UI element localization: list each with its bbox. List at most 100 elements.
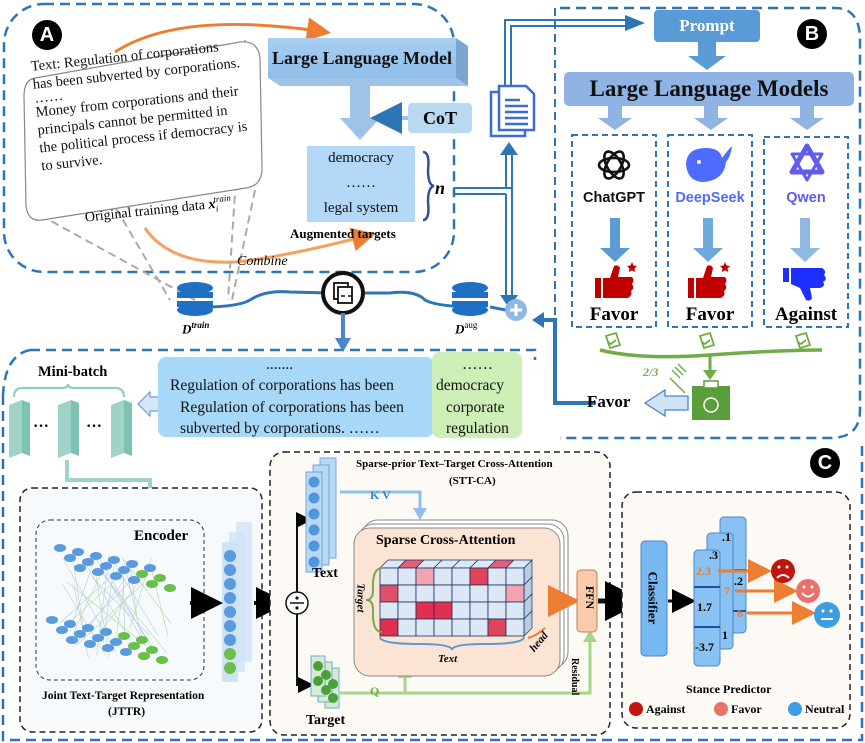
sttca-label: Sparse-prior Text–Target Cross-Attention [356,458,553,470]
encoder-node [128,576,140,584]
encoder-node [138,652,150,660]
legend-favor: Favor [731,702,762,717]
ffn-label: FFN [582,586,597,609]
text-node [309,493,320,504]
combine-label: Combine [237,254,288,270]
model-deepseek: DeepSeek [671,190,749,206]
sca-label: Sparse Cross-Attention [376,533,515,549]
vector-node [224,648,236,660]
model-qwen: Qwen [767,190,845,206]
batch-target-line: regulation [446,420,509,438]
encoder-label: Encoder [134,528,188,545]
q-label: Q [370,684,379,699]
neutral-face-icon [814,602,840,628]
attention-cell [434,568,452,585]
llms-block: Large Language Models [564,72,854,106]
logit-value: .3 [709,548,718,563]
encoder-node [54,544,66,552]
attention-cell [452,602,470,619]
kv-label: K V [370,488,391,503]
encoder-node [120,648,132,656]
batch-text-line: Regulation of corporations has been [170,377,394,395]
batch-dots: ....... [266,356,293,374]
encoder-node [144,564,156,572]
merge-data-icon [323,273,363,313]
attention-cell [488,619,506,636]
attention-cell [434,585,452,602]
classifier-label: Classifier [644,572,660,625]
encoder-node [100,628,112,636]
batch-target-line: democracy [436,377,504,395]
vector-node [224,564,236,576]
augmented-targets-label: Augmented targets [290,226,396,242]
attention-cell [470,619,488,636]
logit-value: 7 [724,584,730,599]
encoder-node [146,646,158,654]
attention-cell [416,585,434,602]
residual-label: Residual [569,658,580,695]
vector-node [224,550,236,562]
vector-node [224,578,236,590]
section-c-badge: C [810,448,840,478]
attention-cell [470,568,488,585]
vote-result: Favor [587,392,630,412]
legend-against: Against [646,702,685,717]
attention-cell [398,585,416,602]
attention-cell [488,568,506,585]
augmented-targets-box: democracy …… legal system [307,146,415,222]
encoder-node [128,642,140,650]
text-node [309,541,320,552]
vector-node [224,620,236,632]
attention-cell [452,585,470,602]
encoder-node [64,554,76,562]
vote-deepseek: Favor [670,304,750,326]
attention-cell [380,568,398,585]
attention-cell [398,568,416,585]
encoder-node [110,572,122,580]
database-aug-icon [452,282,488,316]
ballot-box-icon [692,381,730,420]
cot-block: CoT [408,103,472,133]
encoder-node [118,566,130,574]
encoder-node [164,584,176,592]
encoder-node [154,574,166,582]
attention-cell [416,602,434,619]
thumbs-up-icon [595,262,637,298]
encoder-node [74,564,86,572]
encoder-node [118,632,130,640]
attention-cell [380,602,398,619]
document-icon [491,86,534,136]
vector-node [224,634,236,646]
attention-cell [506,568,524,585]
vote-ratio: 2/3 [643,365,658,380]
vote-qwen: Against [766,304,846,326]
vector-node [224,592,236,604]
prompt-block: Prompt [654,10,760,42]
encoder-node [64,620,76,628]
batch-text-line: Regulation of corporations has been [180,399,404,417]
attention-cell [398,602,416,619]
text-node [309,525,320,536]
attention-cell [488,585,506,602]
text-node [309,509,320,520]
d-aug-label: Daug [455,320,477,337]
batch-target-dots: …… [462,356,493,374]
encoder-node [108,556,120,564]
encoder-node [110,638,122,646]
d-train-label: Dtrain [182,320,209,337]
encoder-node [92,568,104,576]
attention-cell [506,585,524,602]
encoder-node [84,640,96,648]
vector-node [224,606,236,618]
text-node [309,477,320,488]
section-a-badge: A [32,20,62,50]
attention-cell [416,619,434,636]
llm-block: Large Language Model [268,38,456,78]
attention-cell [416,568,434,585]
minibatch-dots: ··· [86,418,102,436]
deepseek-whale-icon [686,146,732,182]
encoder-node [66,636,78,644]
qwen-logo-icon [792,146,822,180]
sttca-abbr: (STT-CA) [449,475,496,487]
encoder-node [136,636,148,644]
